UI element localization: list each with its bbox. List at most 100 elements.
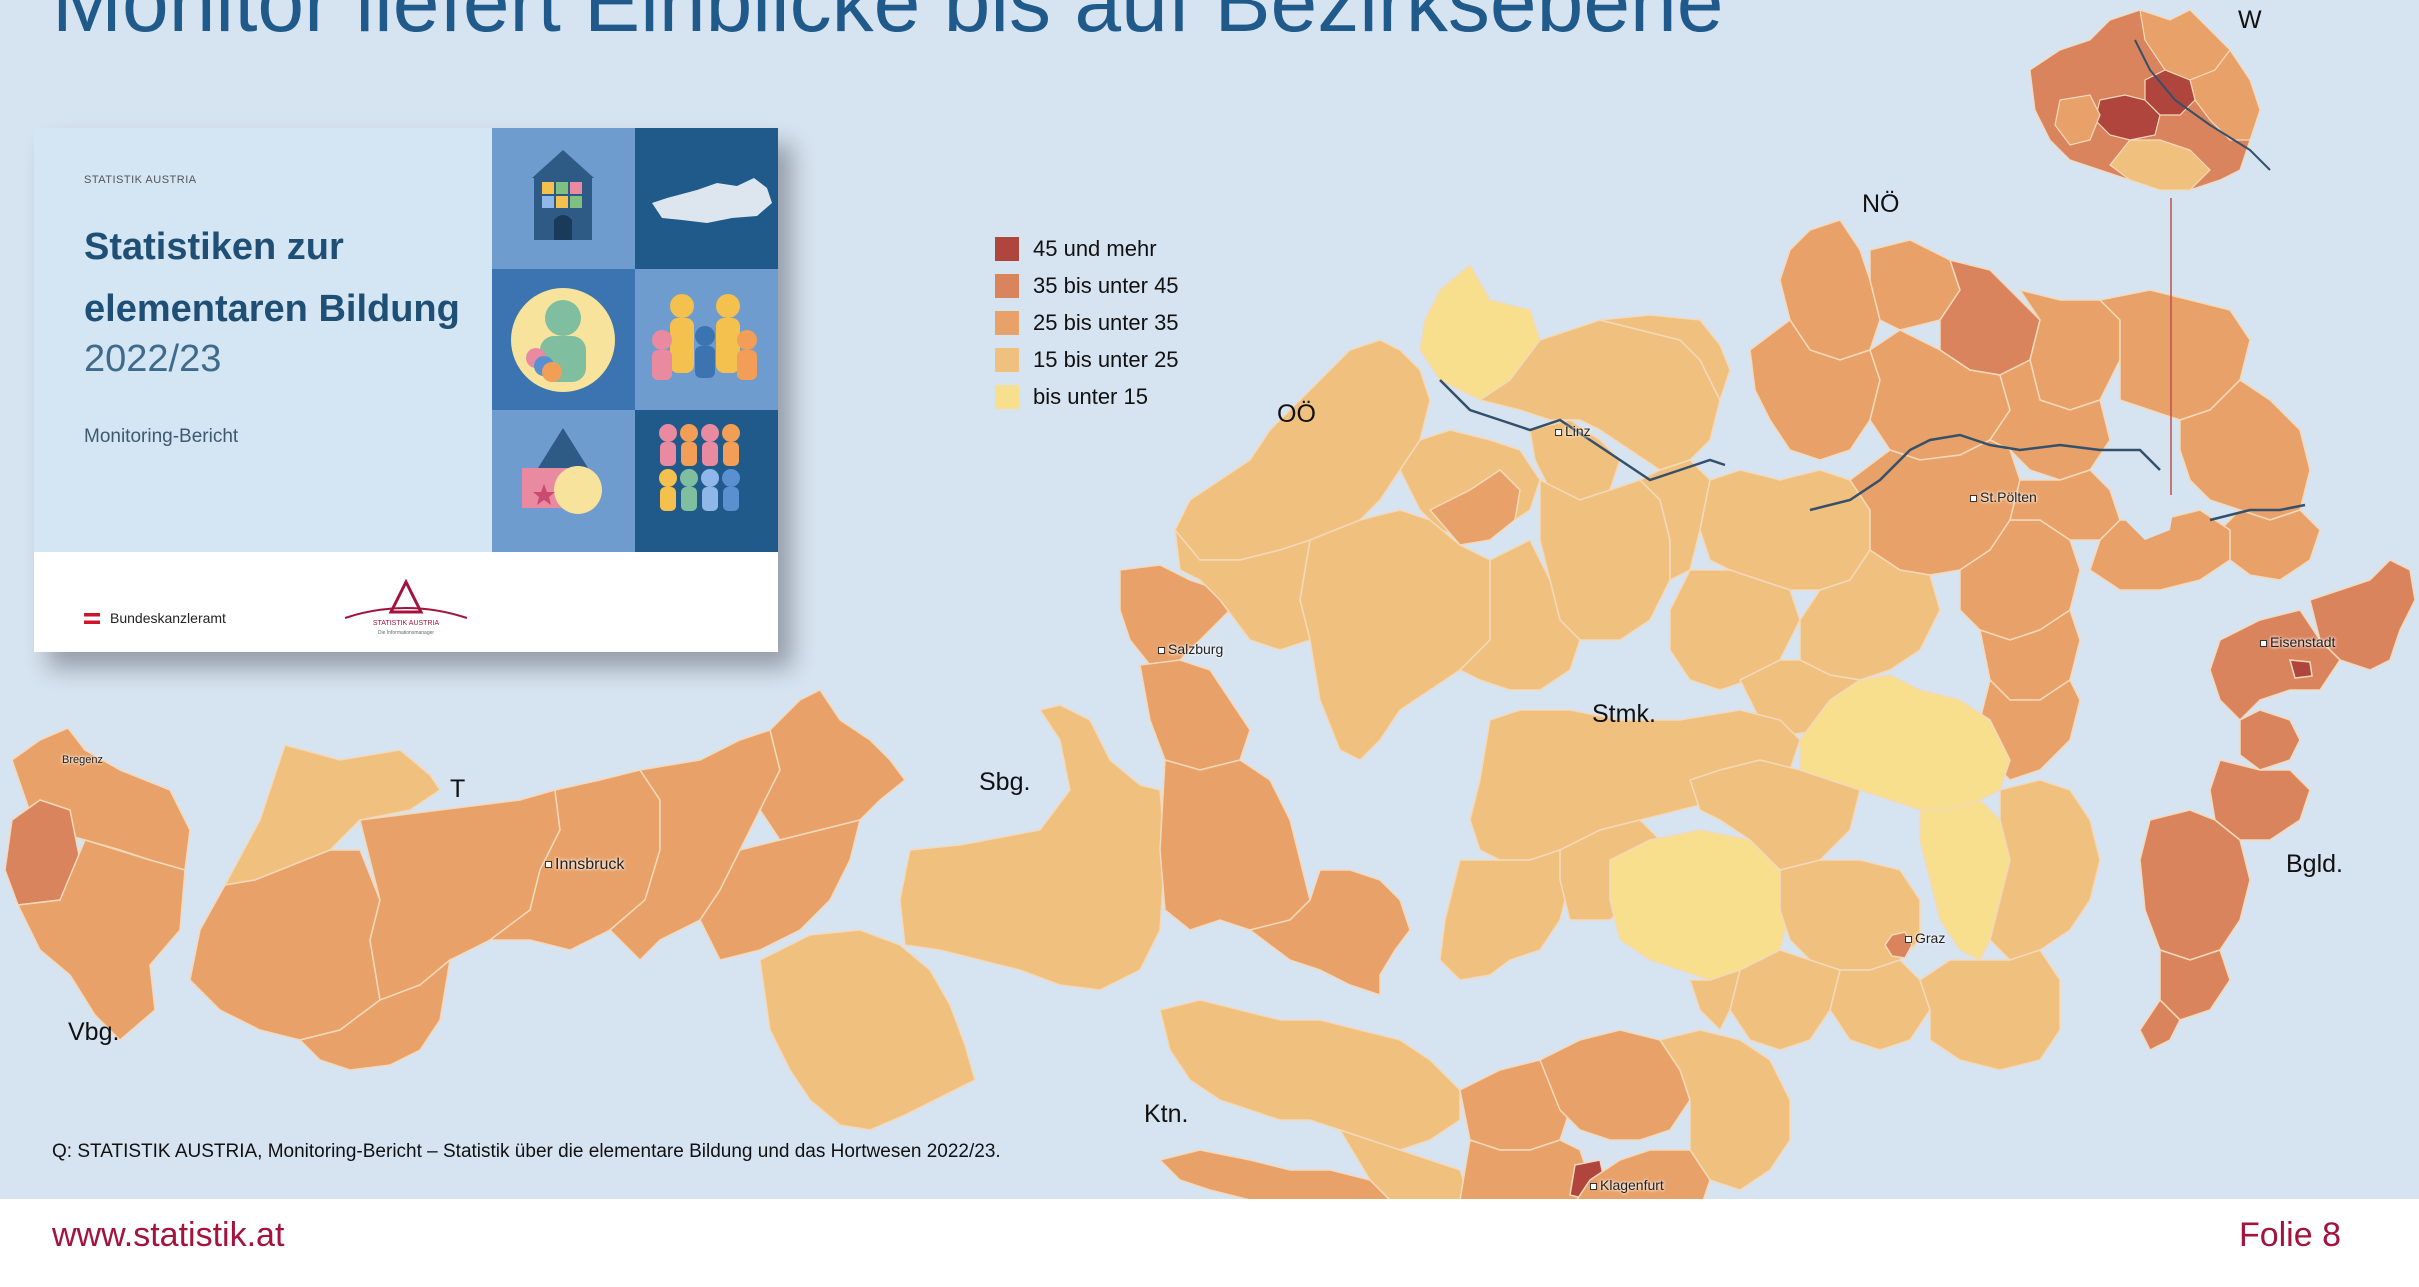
district-t-landeck [189, 849, 381, 1041]
district-bgld-eisenstadt [2209, 609, 2341, 722]
district-t-kitzbuehel [699, 818, 862, 961]
city-dot-icon [1905, 935, 1912, 943]
legend-label: 45 und mehr [1033, 235, 1157, 261]
footer-url[interactable]: www.statistik.at [52, 1216, 285, 1254]
district-stmk-suedost [1919, 949, 2061, 1071]
district-ktn-wolfsberg [1658, 1029, 1791, 1191]
city-label-salzburg: Salzburg [1158, 641, 1223, 657]
austria-flag-icon [84, 612, 100, 624]
legend-swatch [995, 236, 1019, 261]
district-ooe-gmunden [1299, 509, 1501, 761]
district-t-osttirol [759, 929, 976, 1131]
source-note: Q: STATISTIK AUSTRIA, Monitoring-Bericht… [52, 1141, 1001, 1162]
city-dot-icon [1590, 1182, 1597, 1190]
cover-publisher: Bundeskanzleramt [84, 610, 226, 626]
district-noe-horn [1939, 258, 2041, 376]
district-t-west-low [298, 958, 452, 1071]
district-bgld-oberpullendorf [2209, 759, 2311, 841]
district-w-center [2094, 94, 2161, 141]
district-sbg-lungau [1248, 869, 1411, 997]
district-stmk-leibnitz [1829, 959, 1931, 1051]
cover-publisher-tag: STATISTIK AUSTRIA [84, 174, 197, 186]
region-sbg [899, 564, 1411, 997]
district-t-kufstein [759, 689, 907, 841]
river-danube-far-east [2209, 503, 2306, 522]
cover-title: Statistiken zur elementaren Bildung [84, 226, 460, 330]
district-ktn-spittal [1159, 999, 1461, 1151]
city-label-innsbruck: Innsbruck [545, 856, 624, 874]
legend-item: 25 bis unter 35 [995, 304, 1179, 341]
district-ooe-east [1638, 459, 1711, 582]
district-bgld-mattersburg [2239, 709, 2301, 771]
district-stmk-leoben [1689, 759, 1861, 871]
city-dot-icon [2260, 639, 2267, 647]
group-of-children-icon [659, 424, 740, 511]
region-label-vbg: Vbg. [68, 1018, 120, 1046]
district-ooe-muehlviertel [1478, 319, 1721, 471]
district-noe-baden [1959, 519, 2081, 641]
district-ooe-wels [1428, 469, 1521, 546]
city-dot-icon [1970, 494, 1977, 502]
region-label-bgld: Bgld. [2286, 850, 2343, 878]
district-w-west [2054, 94, 2101, 146]
region-t [189, 689, 976, 1131]
region-label-sbg: Sbg. [979, 768, 1031, 796]
district-noe-bruck [2219, 509, 2321, 581]
city-dot-icon [545, 861, 552, 869]
district-ooe-kirchdorf [1458, 538, 1581, 691]
district-vbg-south [16, 839, 186, 1042]
cover-year: 2022/23 [84, 338, 222, 380]
district-w-favoriten [2109, 139, 2211, 191]
legend-item: 45 und mehr [995, 230, 1179, 267]
region-w [2029, 9, 2271, 191]
district-sbg-pinzgau [899, 704, 1166, 991]
region-stmk [1439, 674, 2101, 1071]
region-label-ooe: OÖ [1277, 400, 1316, 428]
legend-label: bis unter 15 [1033, 383, 1148, 409]
city-label-eisenstadt: Eisenstadt [2260, 634, 2335, 650]
city-dot-icon [1158, 646, 1165, 654]
family-icon [652, 294, 757, 380]
district-w-danube [2134, 39, 2271, 171]
district-sbg-pongau [1159, 759, 1311, 931]
district-sbg-tennengau [1139, 659, 1251, 771]
cover-illustration-grid [492, 128, 778, 552]
region-label-w: W [2238, 6, 2262, 34]
austria-silhouette-icon [652, 178, 772, 223]
district-stmk-murau [1439, 849, 1571, 981]
region-ooe [1173, 263, 1731, 761]
city-dot-icon [1555, 428, 1562, 436]
cover-footer [34, 552, 778, 652]
svg-text:STATISTIK AUSTRIA: STATISTIK AUSTRIA [373, 620, 440, 627]
region-bgld [2139, 559, 2416, 1052]
report-cover-image: STATISTIK AUSTRIA Statistiken zur elemen… [34, 128, 778, 652]
legend-label: 25 bis unter 35 [1033, 309, 1179, 335]
district-bgld-oberwart [2139, 809, 2251, 961]
cover-text-panel: STATISTIK AUSTRIA Statistiken zur elemen… [34, 128, 492, 552]
region-label-ktn: Ktn. [1144, 1100, 1189, 1128]
region-label-t: T [450, 775, 466, 803]
legend-item: bis unter 15 [995, 378, 1179, 415]
legend-item: 35 bis unter 45 [995, 267, 1179, 304]
lake-neusiedl [2125, 475, 2175, 540]
river-danube-east [1809, 433, 2161, 512]
legend-label: 15 bis unter 25 [1033, 346, 1179, 372]
district-ktn-st-veit [1539, 1029, 1691, 1141]
map-legend: 45 und mehr 35 bis unter 45 25 bis unter… [995, 230, 1179, 415]
legend-label: 35 bis unter 45 [1033, 272, 1179, 298]
city-label-st-poelten: St.Pölten [1970, 489, 2037, 505]
legend-item: 15 bis unter 25 [995, 341, 1179, 378]
district-w-donaustadt [2189, 48, 2261, 141]
page-title: Monitor liefert Einblicke bis auf Bezirk… [52, 0, 1724, 49]
district-ooe-voecklabruck [1173, 527, 1311, 651]
region-noe [1669, 219, 2321, 781]
district-stmk-deutschlandsberg [1729, 949, 1841, 1051]
slide-footer [0, 1199, 2419, 1287]
city-label-klagenfurt: Klagenfurt [1590, 1177, 1664, 1193]
child-icon [511, 288, 615, 392]
shapes-icon [522, 428, 602, 514]
region-vbg [4, 727, 191, 1042]
city-label-bregenz: Bregenz [62, 754, 103, 766]
district-stmk-mureck [1688, 968, 1742, 1032]
